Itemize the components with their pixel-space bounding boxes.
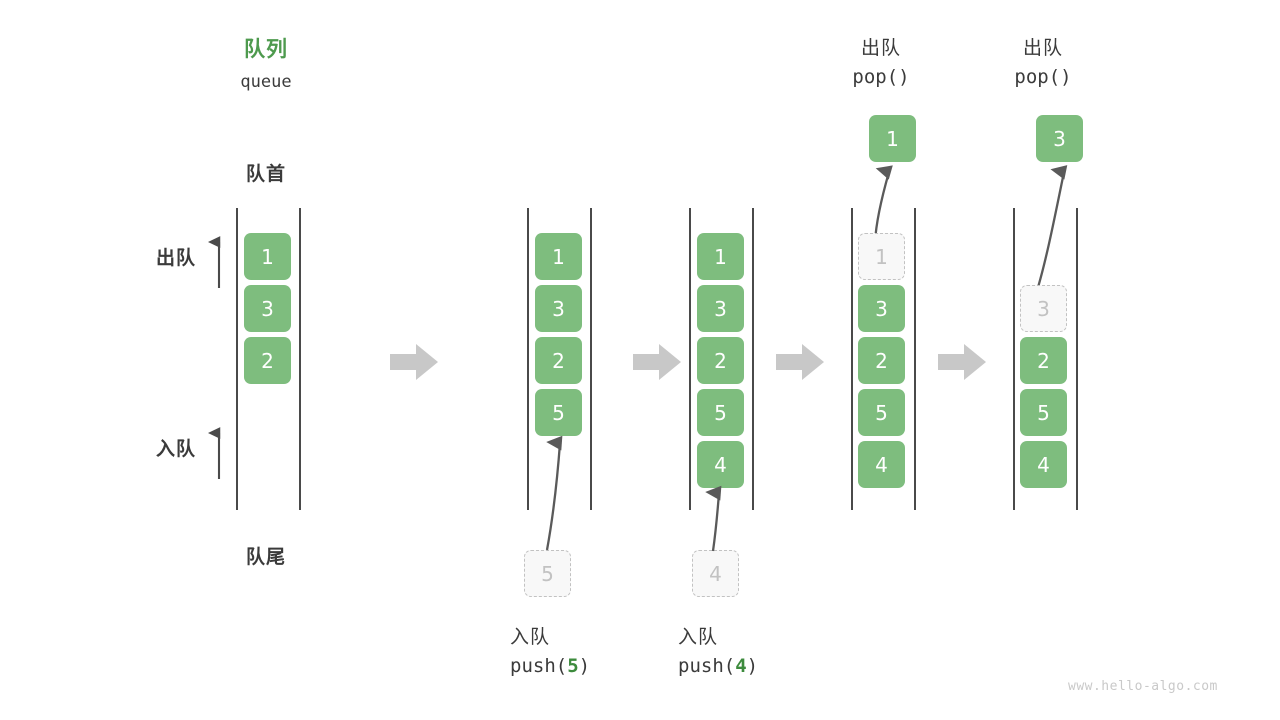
diagram-title-cn: 队列 <box>244 37 288 61</box>
queue-rail-left-4 <box>851 208 853 510</box>
dequeue-side-label: 出队 <box>155 247 196 269</box>
step-separator-arrow-icon <box>776 344 824 380</box>
queue-cell: 3 <box>697 285 744 332</box>
queue-cell: 2 <box>697 337 744 384</box>
operation-label-code: push(5) <box>478 655 668 677</box>
incoming-element-ghost: 4 <box>692 550 739 597</box>
popped-element: 3 <box>1036 115 1083 162</box>
enqueue-motion-arrow-icon <box>705 485 722 552</box>
queue-cell: 5 <box>1020 389 1067 436</box>
dequeued-element-ghost: 1 <box>858 233 905 280</box>
op-code-prefix: push( <box>678 655 736 677</box>
queue-cell: 2 <box>1020 337 1067 384</box>
front-label: 队首 <box>245 163 286 185</box>
queue-rail-right-4 <box>914 208 916 510</box>
op-code-suffix: ) <box>578 655 591 677</box>
enqueue-motion-arrow-icon <box>545 435 563 551</box>
queue-cell: 2 <box>244 337 291 384</box>
step-separator-arrow-icon <box>938 344 986 380</box>
queue-rail-left-5 <box>1013 208 1015 510</box>
operation-label-cn: 入队 <box>510 626 551 648</box>
operation-label-cn: 入队 <box>678 626 719 648</box>
diagram-title-en: queue <box>240 72 292 92</box>
queue-cell-new: 4 <box>697 441 744 488</box>
queue-rail-left-1 <box>236 208 238 510</box>
queue-cell: 3 <box>535 285 582 332</box>
top-operation-label-code: pop() <box>1014 66 1072 88</box>
queue-cell: 5 <box>697 389 744 436</box>
queue-rail-left-3 <box>689 208 691 510</box>
queue-cell: 1 <box>244 233 291 280</box>
queue-cell: 1 <box>697 233 744 280</box>
dequeue-direction-arrow-icon <box>208 236 221 288</box>
queue-rail-right-5 <box>1076 208 1078 510</box>
top-operation-label-code: pop() <box>852 66 910 88</box>
step-separator-arrow-icon <box>633 344 681 380</box>
operation-label-code: push(4) <box>646 655 836 677</box>
enqueue-direction-arrow-icon <box>208 427 221 479</box>
popped-element: 1 <box>869 115 916 162</box>
op-code-value: 5 <box>567 655 579 677</box>
top-operation-label-cn: 出队 <box>1022 37 1063 59</box>
queue-rail-right-1 <box>299 208 301 510</box>
dequeued-element-ghost: 3 <box>1020 285 1067 332</box>
queue-cell-new: 5 <box>535 389 582 436</box>
watermark: www.hello-algo.com <box>1068 679 1218 694</box>
op-code-prefix: push( <box>510 655 568 677</box>
dequeue-motion-arrow-icon <box>1034 165 1068 295</box>
queue-rail-left-2 <box>527 208 529 510</box>
queue-cell: 2 <box>535 337 582 384</box>
op-code-suffix: ) <box>746 655 759 677</box>
queue-cell: 4 <box>858 441 905 488</box>
incoming-element-ghost: 5 <box>524 550 571 597</box>
queue-cell: 3 <box>858 285 905 332</box>
queue-rail-right-2 <box>590 208 592 510</box>
step-separator-arrow-icon <box>390 344 438 380</box>
queue-cell: 3 <box>244 285 291 332</box>
queue-cell: 5 <box>858 389 905 436</box>
rear-label: 队尾 <box>245 546 286 568</box>
top-operation-label-cn: 出队 <box>860 37 901 59</box>
queue-cell: 1 <box>535 233 582 280</box>
op-code-value: 4 <box>735 655 747 677</box>
queue-rail-right-3 <box>752 208 754 510</box>
queue-cell: 2 <box>858 337 905 384</box>
queue-cell: 4 <box>1020 441 1067 488</box>
enqueue-side-label: 入队 <box>155 438 196 460</box>
